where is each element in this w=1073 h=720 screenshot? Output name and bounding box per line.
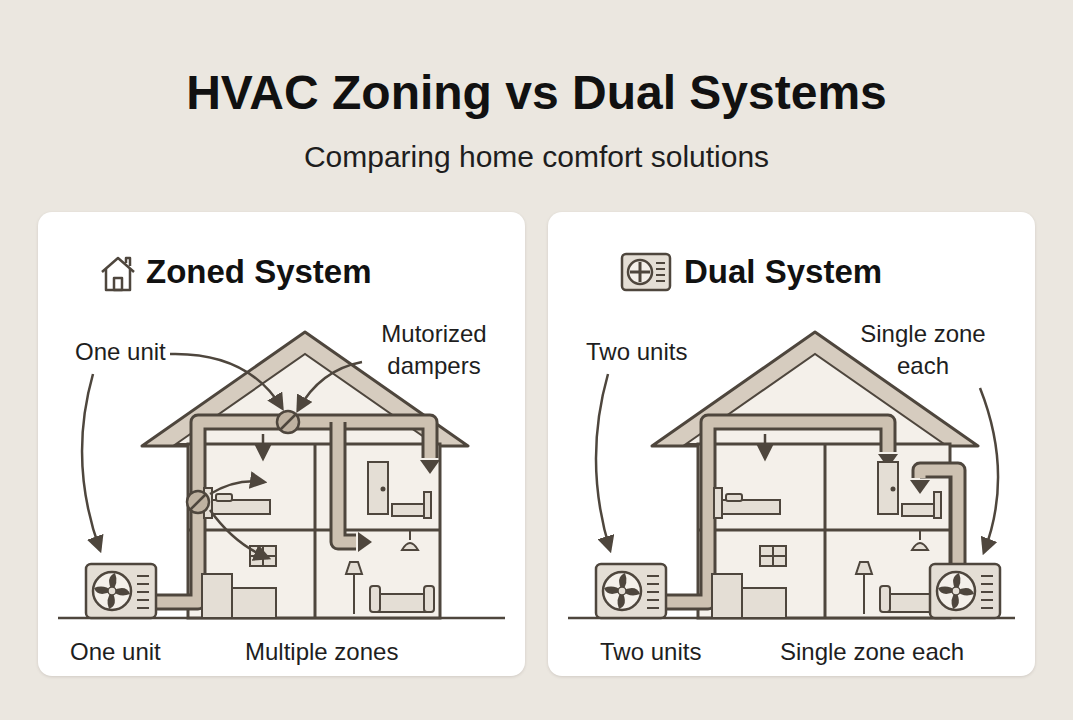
page-title: HVAC Zoning vs Dual Systems — [0, 64, 1073, 122]
callout-label: Two units — [586, 336, 687, 368]
page-subtitle: Comparing home comfort solutions — [0, 138, 1073, 176]
callout-label: Multiple zones — [245, 636, 398, 668]
comparison-panel: Zoned SystemOne unitMutorized dampersOne… — [38, 212, 525, 676]
callout-label: Single zone each — [780, 636, 964, 668]
callout-label: Mutorized dampers — [364, 318, 504, 382]
callout-label: Two units — [600, 636, 701, 668]
comparison-panel: Dual SystemTwo unitsSingle zone eachTwo … — [548, 212, 1035, 676]
panel-heading: Dual System — [684, 252, 882, 292]
callout-label: One unit — [70, 636, 161, 668]
callout-label: Single zone each — [848, 318, 998, 382]
callout-label: One unit — [75, 336, 166, 368]
panel-heading: Zoned System — [146, 252, 372, 292]
